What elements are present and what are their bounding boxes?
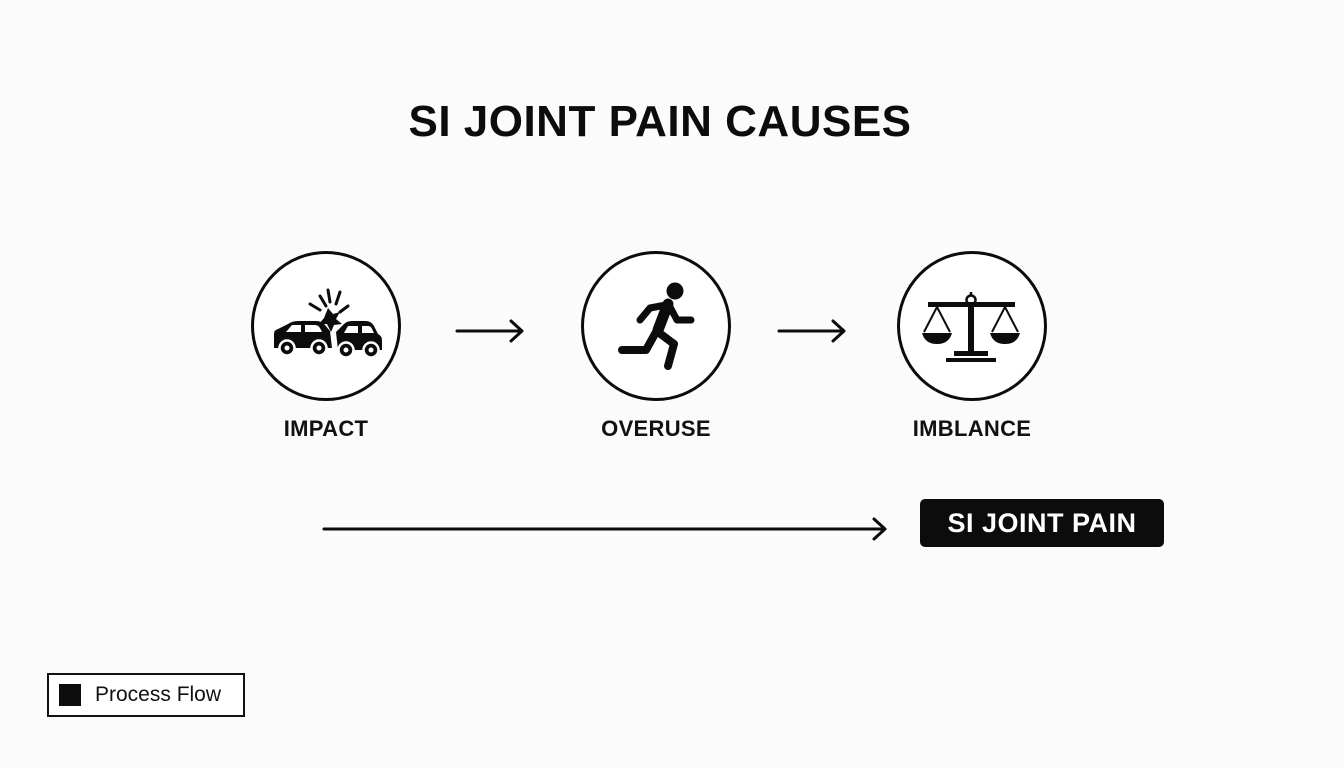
car-crash-icon: [274, 288, 382, 359]
flow-arrow-1: [455, 319, 524, 343]
impact-label: IMPACT: [283, 416, 369, 441]
flow-arrow-2: [777, 319, 846, 343]
result-label: SI JOINT PAIN: [947, 507, 1137, 538]
overuse-node: [581, 251, 731, 401]
diagram-title: SI JOINT PAIN CAUSES: [408, 97, 912, 146]
legend-label: Process Flow: [95, 683, 222, 706]
result-box: SI JOINT PAIN: [920, 499, 1164, 547]
flow-arrow-result: [322, 517, 887, 541]
imbalance-node: [897, 251, 1047, 401]
legend-swatch: [59, 684, 81, 706]
running-person-icon: [618, 282, 695, 370]
imbalance-label: IMBLANCE: [912, 416, 1032, 441]
overuse-label: OVERUSE: [601, 416, 711, 441]
balance-scale-icon: [922, 292, 1020, 362]
impact-node: [251, 251, 401, 401]
legend: Process Flow: [47, 673, 245, 717]
